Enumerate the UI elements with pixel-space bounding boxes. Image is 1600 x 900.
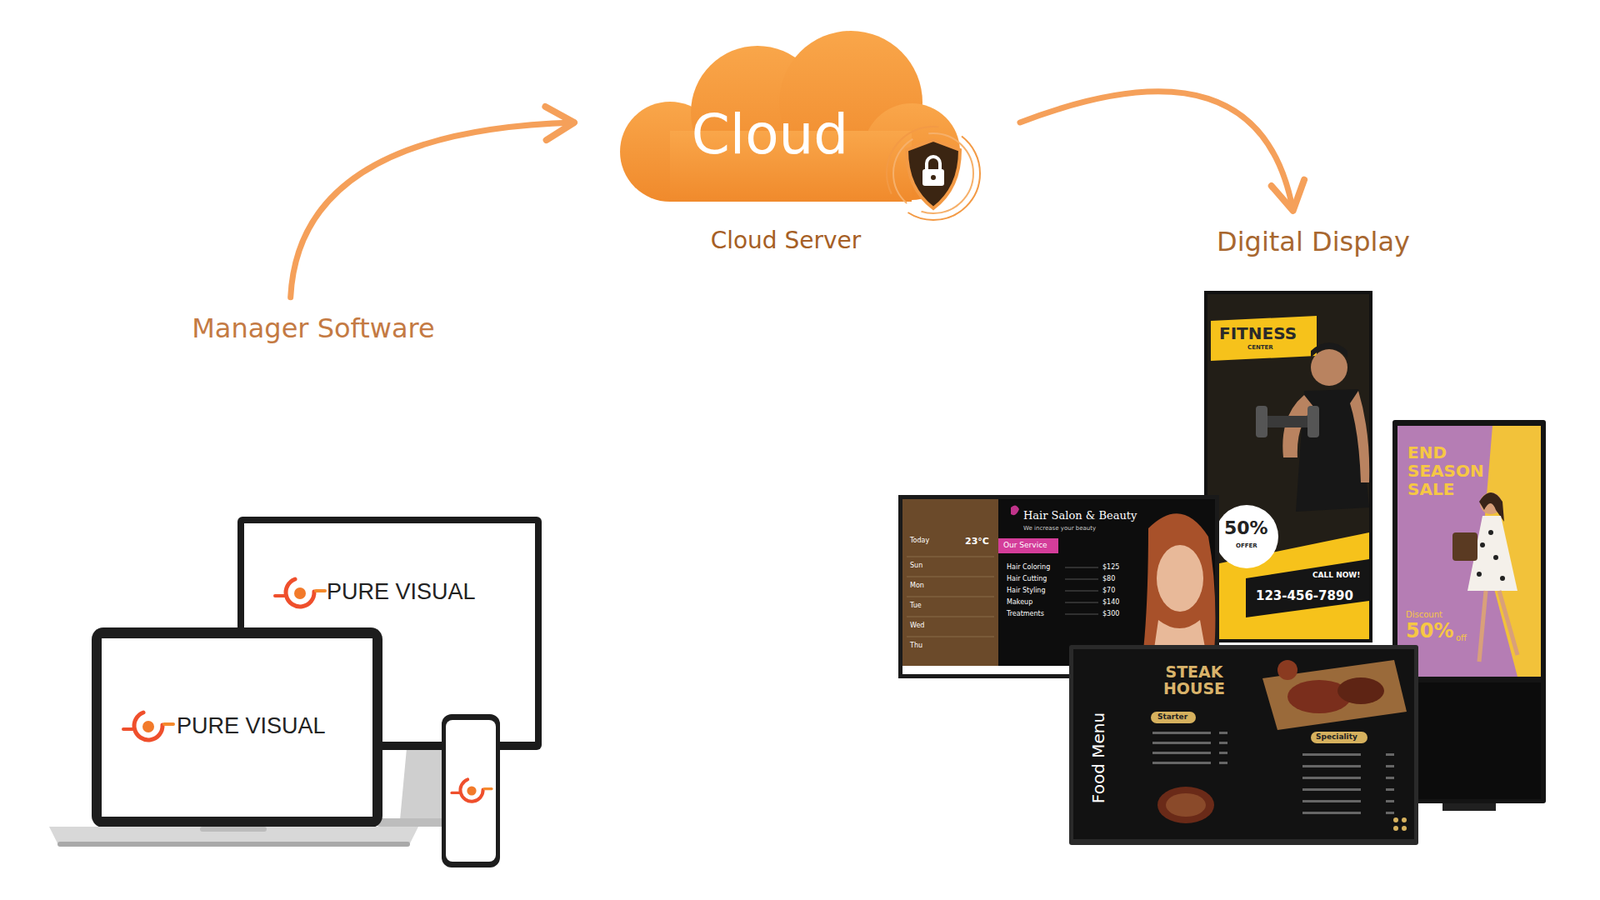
- logo-text: PURE VISUAL: [176, 713, 326, 740]
- screen-heading: STEAK HOUSE: [1148, 663, 1240, 697]
- step-title: Digital Display: [1216, 225, 1410, 258]
- menu-item: Hair Styling: [1006, 586, 1046, 595]
- screen-button: Our Service: [1003, 540, 1048, 550]
- menu-item: Makeup: [1006, 598, 1033, 606]
- weather-day: Wed: [910, 621, 925, 630]
- laptop: [49, 627, 419, 847]
- screen-heading: FITNESS: [1219, 324, 1297, 344]
- menu-pill: Starter: [1157, 712, 1188, 721]
- menu-price: $70: [1102, 586, 1115, 595]
- step-title: Manager Software: [191, 312, 435, 345]
- menu-price: $300: [1102, 610, 1120, 618]
- menu-item: Hair Cutting: [1006, 575, 1047, 583]
- screen-heading: END SEASON SALE: [1407, 443, 1500, 499]
- offer-badge: 50%: [1224, 517, 1269, 539]
- weather-temp: 23°C: [965, 536, 990, 548]
- cloud-title: Cloud: [640, 107, 900, 163]
- weather-day: Thu: [910, 641, 923, 650]
- flow-arrow: [1020, 91, 1305, 211]
- step-label: Digital Display: [1211, 222, 1415, 261]
- menu-item: Hair Coloring: [1006, 563, 1050, 571]
- screen-text: CALL NOW!: [1312, 570, 1360, 580]
- screen-text: OFFER: [1235, 542, 1258, 550]
- cloud-caption: Cloud Server: [656, 229, 915, 253]
- phone-number: 123-456-7890: [1255, 589, 1354, 604]
- menu-item: Treatments: [1006, 610, 1045, 618]
- screen-text: CENTER: [1247, 344, 1274, 351]
- menu-pill: Speciality: [1315, 732, 1358, 741]
- screen-text: off: [1455, 633, 1467, 644]
- flow-arrow: [290, 106, 575, 298]
- screen-text: We increase your beauty: [1023, 525, 1096, 532]
- step-label: Manager Software: [186, 309, 440, 348]
- steak-screen: STEAK HOUSE Food Menu StarterSpeciality: [1069, 645, 1419, 845]
- offer-badge: 50%: [1405, 620, 1454, 644]
- menu-price: $125: [1102, 563, 1120, 571]
- phone: [441, 714, 500, 868]
- fitness-screen: FITNESSCENTER 50% OFFER CALL NOW! 123-456-78…: [1204, 290, 1373, 643]
- menu-price: $140: [1102, 598, 1120, 606]
- cloud-node: CloudCloud Server: [607, 30, 1000, 260]
- weather-day: Mon: [910, 581, 925, 590]
- screen-heading: Food Menu: [1089, 708, 1109, 809]
- screen-text: Discount: [1405, 610, 1443, 620]
- steak-art: [1069, 645, 1419, 845]
- weather-day: Tue: [910, 601, 922, 610]
- screen-heading: Hair Salon & Beauty: [1023, 510, 1137, 523]
- weather-day: Sun: [910, 561, 923, 570]
- weather-text: Today: [910, 536, 930, 545]
- menu-price: $80: [1102, 575, 1115, 583]
- logo-text: PURE VISUAL: [326, 579, 476, 605]
